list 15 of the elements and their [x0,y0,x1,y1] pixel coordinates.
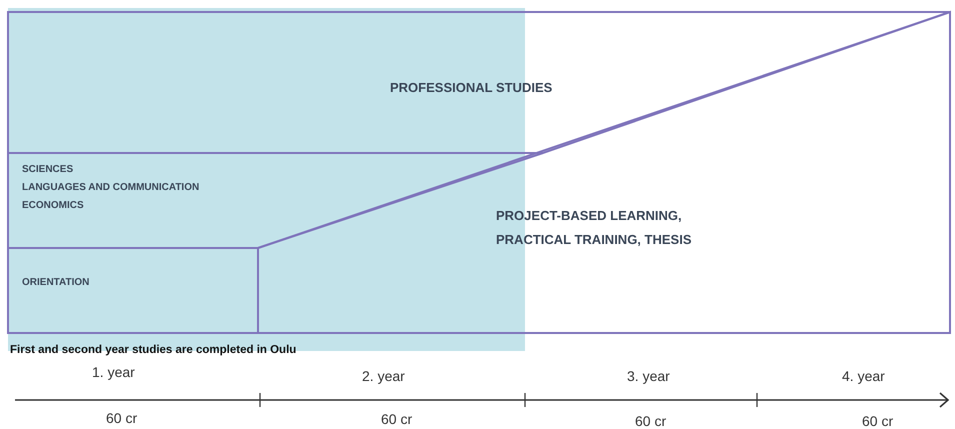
credit-label: 60 cr [381,410,412,429]
region-label: LANGUAGES AND COMMUNICATION [22,181,200,195]
region-label: ORIENTATION [22,276,90,290]
caption-text: First and second year studies are completed in Oulu [10,343,298,357]
region-label: PROFESSIONAL STUDIES [390,79,554,97]
year-label: 4. year [842,367,885,386]
year-label: 2. year [362,367,405,386]
year-label: 1. year [92,363,135,382]
year-label: 3. year [627,367,670,386]
region-label: ECONOMICS [22,199,85,213]
credit-label: 60 cr [862,412,894,429]
credit-label: 60 cr [635,412,666,429]
credit-label: 60 cr [106,409,138,428]
region-label: PROJECT-BASED LEARNING, PRACTICAL TRAINING, THESIS [496,207,692,249]
region-label: SCIENCES [22,163,74,177]
